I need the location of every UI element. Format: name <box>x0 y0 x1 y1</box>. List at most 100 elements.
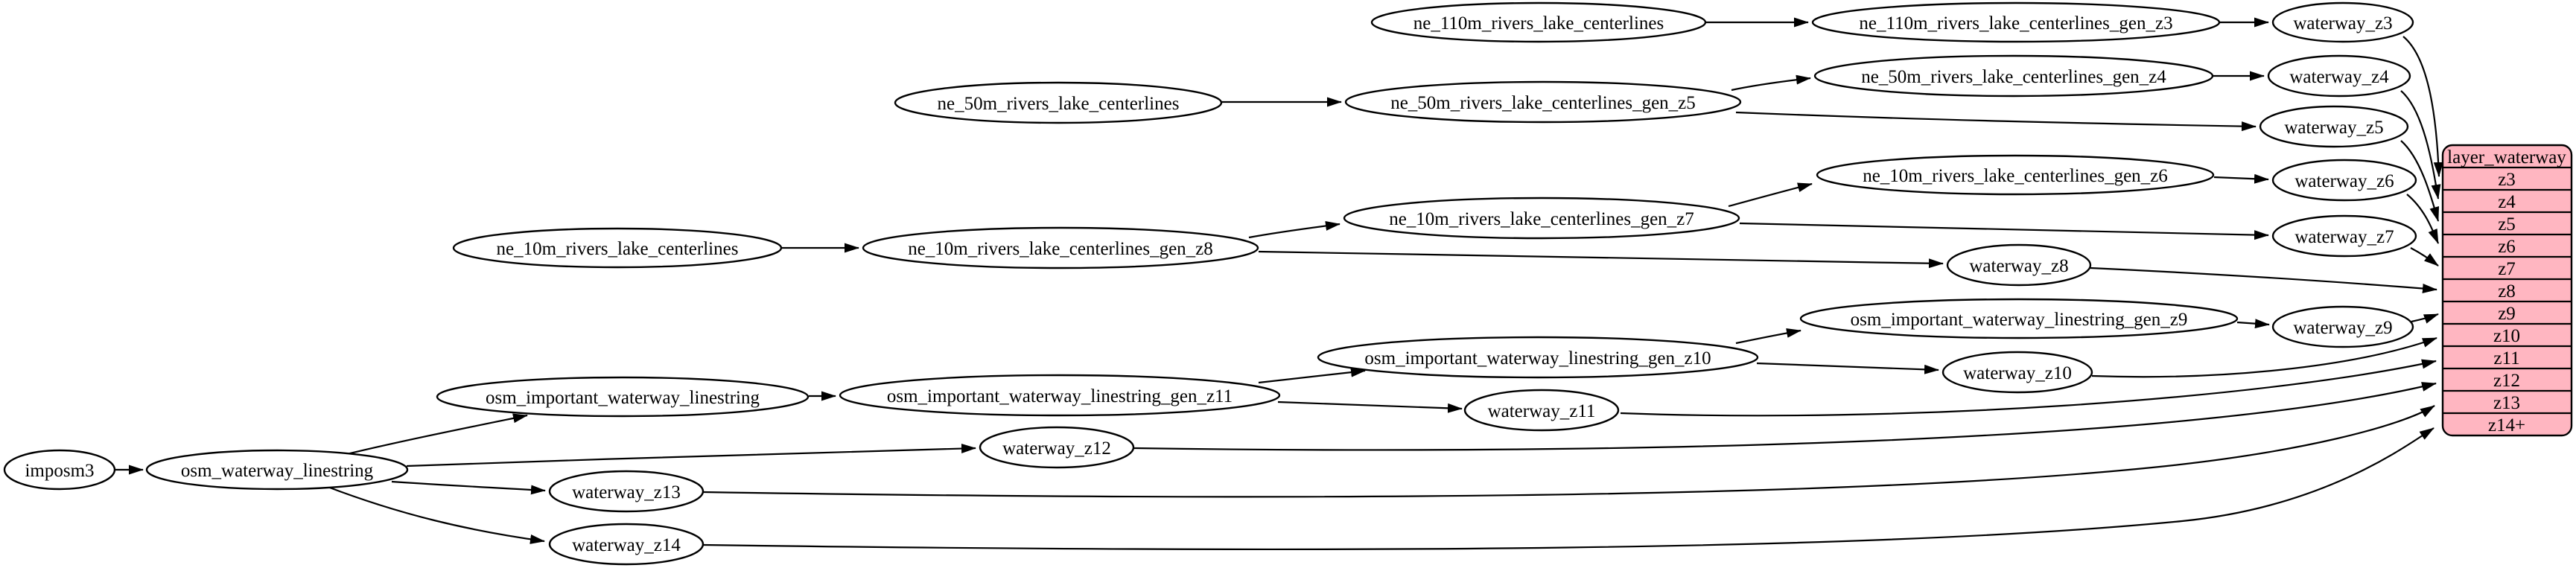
record-row-z14: z14+ <box>2488 415 2525 435</box>
node-osm-important-waterway-linestring-gen-z10-label: osm_important_waterway_linestring_gen_z1… <box>1364 348 1711 368</box>
node-waterway-z14-label: waterway_z14 <box>572 535 681 555</box>
node-ne-10m-rivers-lake-centerlines: ne_10m_rivers_lake_centerlines <box>452 227 783 269</box>
node-waterway-z3-label: waterway_z3 <box>2293 13 2392 33</box>
node-ne-50m-rivers-lake-centerlines-gen-z5: ne_50m_rivers_lake_centerlines_gen_z5 <box>1344 80 1742 124</box>
node-osm-waterway-linestring: osm_waterway_linestring <box>145 449 409 491</box>
node-waterway-z7-label: waterway_z7 <box>2294 227 2394 247</box>
nodes: imposm3 osm_waterway_linestring osm_impo… <box>3 1 2417 566</box>
node-waterway-z9-label: waterway_z9 <box>2293 318 2392 338</box>
node-ne-50m-rivers-lake-centerlines-shape <box>894 81 1223 124</box>
node-ne-10m-rivers-lake-centerlines-gen-z6-label: ne_10m_rivers_lake_centerlines_gen_z6 <box>1863 166 2168 186</box>
node-osm-important-waterway-linestring-shape <box>436 376 810 418</box>
node-osm-important-waterway-linestring-gen-z9: osm_important_waterway_linestring_gen_z9 <box>1799 298 2239 339</box>
node-waterway-z11: waterway_z11 <box>1463 389 1620 432</box>
node-osm-important-waterway-linestring: osm_important_waterway_linestring <box>436 376 810 418</box>
edge-waterway_z5-to-row-z5 <box>2400 140 2440 222</box>
node-ne-10m-rivers-lake-centerlines-gen-z7: ne_10m_rivers_lake_centerlines_gen_z7 <box>1343 197 1740 240</box>
layer-waterway-record-box <box>2441 144 2573 437</box>
node-waterway-z8-shape <box>1946 243 2092 287</box>
edge-gen_z11-to-gen_z10 <box>1258 367 1366 384</box>
edge-gen_z8-to-waterway_z8 <box>1258 250 1944 269</box>
node-waterway-z5: waterway_z5 <box>2259 105 2409 148</box>
edge-osm_waterway_linestring-to-waterway_z13 <box>391 480 546 495</box>
record-row-z6: z6 <box>2498 237 2516 257</box>
record-row-z8: z8 <box>2498 281 2516 301</box>
node-waterway-z5-label: waterway_z5 <box>2284 118 2383 138</box>
node-ne-10m-rivers-lake-centerlines-shape <box>452 227 783 269</box>
node-waterway-z13-label: waterway_z13 <box>572 482 681 502</box>
record-row-z11: z11 <box>2493 348 2519 368</box>
node-osm-important-waterway-linestring-label: osm_important_waterway_linestring <box>486 388 760 408</box>
node-ne-110m-rivers-lake-centerlines-shape <box>1370 1 1707 43</box>
edge-waterway_z7-to-row-z7 <box>2410 247 2439 267</box>
node-waterway-z7: waterway_z7 <box>2271 214 2417 258</box>
node-waterway-z13: waterway_z13 <box>548 470 705 513</box>
edge-gen_z10-to-gen_z9 <box>1735 328 1801 345</box>
node-ne-50m-rivers-lake-centerlines-gen-z4-label: ne_50m_rivers_lake_centerlines_gen_z4 <box>1861 67 2166 87</box>
edge-waterway_z12-to-row-z12 <box>1133 382 2437 451</box>
node-waterway-z11-shape <box>1463 389 1620 432</box>
edge-gen_z5-to-gen_z4 <box>1731 74 1811 92</box>
node-ne-50m-rivers-lake-centerlines: ne_50m_rivers_lake_centerlines <box>894 81 1223 124</box>
edges <box>115 17 2443 551</box>
node-ne-10m-rivers-lake-centerlines-gen-z8-shape <box>862 226 1259 269</box>
node-ne-50m-rivers-lake-centerlines-label: ne_50m_rivers_lake_centerlines <box>938 94 1180 114</box>
node-waterway-z14-shape <box>548 523 705 566</box>
edge-waterway_z4-to-row-z4 <box>2400 90 2441 200</box>
edge-waterway_z9-to-row-z9 <box>2411 313 2439 324</box>
node-waterway-z8-label: waterway_z8 <box>1969 256 2068 276</box>
record-row-z7: z7 <box>2498 259 2516 279</box>
node-ne-50m-rivers-lake-centerlines-gen-z4: ne_50m_rivers_lake_centerlines_gen_z4 <box>1813 54 2214 98</box>
node-ne-50m-rivers-lake-centerlines-gen-z5-label: ne_50m_rivers_lake_centerlines_gen_z5 <box>1390 93 1696 113</box>
node-waterway-z7-shape <box>2271 214 2417 258</box>
record-row-z13: z13 <box>2493 393 2520 413</box>
edge-gen_z10-to-waterway_z10 <box>1756 362 1939 374</box>
edge-gen_z9-to-waterway_z9 <box>2236 319 2270 329</box>
edge-osm_waterway_linestring-to-waterway_z14 <box>327 485 545 544</box>
node-ne-50m-rivers-lake-centerlines-gen-z4-shape <box>1813 54 2214 98</box>
node-waterway-z6: waterway_z6 <box>2271 159 2417 202</box>
node-waterway-z10: waterway_z10 <box>1941 351 2093 394</box>
node-waterway-z9-shape <box>2271 305 2414 348</box>
node-ne-110m-rivers-lake-centerlines-gen-z3-shape <box>1811 1 2221 43</box>
node-waterway-z4: waterway_z4 <box>2267 54 2411 98</box>
node-osm-important-waterway-linestring-gen-z9-label: osm_important_waterway_linestring_gen_z9 <box>1851 310 2188 330</box>
layer-waterway-record: layer_waterway z3 z4 z5 z6 z7 z8 z9 z10 … <box>2441 144 2573 437</box>
edge-waterway_z8-to-row-z8 <box>2090 267 2437 293</box>
edge-waterway_z10-to-row-z10 <box>2091 336 2437 378</box>
node-ne-10m-rivers-lake-centerlines-gen-z6-shape <box>1816 154 2215 196</box>
node-waterway-z6-label: waterway_z6 <box>2294 171 2394 191</box>
edge-osm_waterway_linestring-to-osm_important_waterway_linestring <box>346 413 528 456</box>
node-waterway-z9: waterway_z9 <box>2271 305 2414 348</box>
edge-gen_z5-to-waterway_z5 <box>1735 111 2257 132</box>
node-osm-important-waterway-linestring-gen-z11-shape <box>839 374 1281 417</box>
node-osm-waterway-linestring-label: osm_waterway_linestring <box>181 461 374 481</box>
edge-gen_z11-to-waterway_z11 <box>1277 401 1463 413</box>
node-ne-10m-rivers-lake-centerlines-gen-z7-label: ne_10m_rivers_lake_centerlines_gen_z7 <box>1389 209 1694 229</box>
node-ne-10m-rivers-lake-centerlines-gen-z6: ne_10m_rivers_lake_centerlines_gen_z6 <box>1816 154 2215 196</box>
node-waterway-z14: waterway_z14 <box>548 523 705 566</box>
node-ne-110m-rivers-lake-centerlines-label: ne_110m_rivers_lake_centerlines <box>1413 13 1664 33</box>
edge-gen_z6-to-waterway_z6 <box>2213 173 2269 184</box>
record-row-z9: z9 <box>2498 304 2516 324</box>
node-osm-important-waterway-linestring-gen-z9-shape <box>1799 298 2239 339</box>
node-ne-10m-rivers-lake-centerlines-gen-z8-label: ne_10m_rivers_lake_centerlines_gen_z8 <box>908 239 1213 259</box>
node-waterway-z3-shape <box>2271 1 2414 43</box>
node-imposm3-label: imposm3 <box>25 461 94 481</box>
edge-waterway_z6-to-row-z6 <box>2406 194 2440 244</box>
node-waterway-z4-shape <box>2267 54 2411 98</box>
node-waterway-z10-label: waterway_z10 <box>1963 363 2072 383</box>
record-row-z12: z12 <box>2493 371 2520 391</box>
node-ne-10m-rivers-lake-centerlines-label: ne_10m_rivers_lake_centerlines <box>497 239 739 259</box>
node-ne-110m-rivers-lake-centerlines-gen-z3: ne_110m_rivers_lake_centerlines_gen_z3 <box>1811 1 2221 43</box>
edge-gen_z8-to-gen_z7 <box>1248 220 1341 239</box>
node-ne-110m-rivers-lake-centerlines-gen-z3-label: ne_110m_rivers_lake_centerlines_gen_z3 <box>1859 13 2172 33</box>
node-osm-important-waterway-linestring-gen-z11: osm_important_waterway_linestring_gen_z1… <box>839 374 1281 417</box>
node-waterway-z12-shape <box>979 426 1135 469</box>
node-waterway-z10-shape <box>1941 351 2093 394</box>
node-osm-important-waterway-linestring-gen-z11-label: osm_important_waterway_linestring_gen_z1… <box>887 386 1233 406</box>
node-waterway-z12: waterway_z12 <box>979 426 1135 469</box>
edge-waterway_z3-to-row-z3 <box>2402 36 2443 177</box>
node-waterway-z11-label: waterway_z11 <box>1488 401 1596 421</box>
